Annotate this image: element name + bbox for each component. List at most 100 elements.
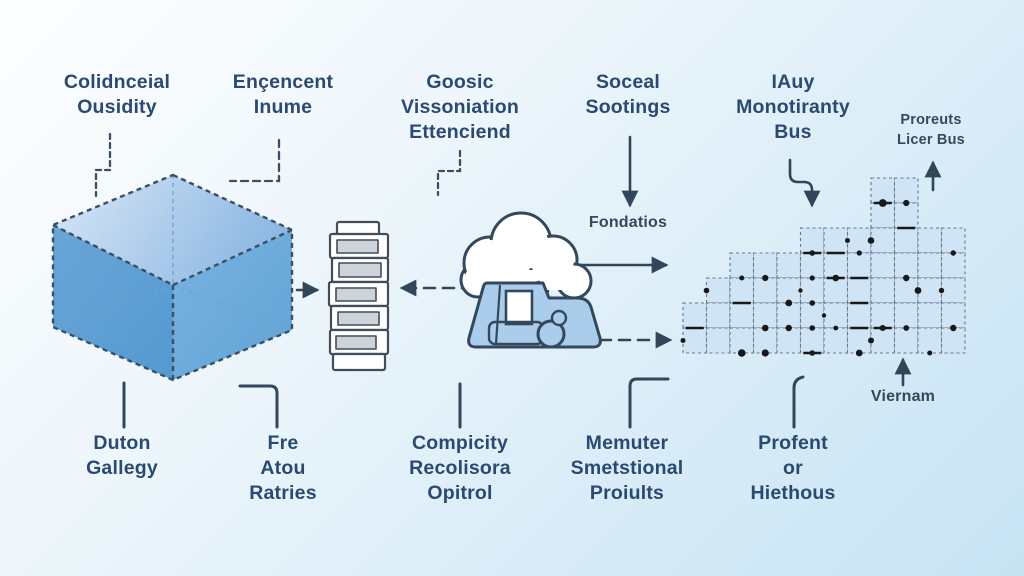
grid-cell bbox=[823, 227, 849, 254]
grid-cell bbox=[729, 302, 755, 329]
grid-dot bbox=[868, 337, 874, 344]
grid-dot bbox=[845, 238, 850, 243]
grid-cell bbox=[870, 252, 896, 279]
grid-cell bbox=[729, 277, 755, 304]
grid-dot bbox=[680, 338, 686, 343]
grid-cell bbox=[940, 227, 966, 254]
grid-cell bbox=[940, 302, 966, 329]
grid-cell bbox=[799, 252, 825, 279]
grid-cell bbox=[752, 277, 778, 304]
dotted-block-grid bbox=[680, 177, 966, 357]
grid-cell bbox=[705, 302, 731, 329]
grid-cell bbox=[846, 302, 872, 329]
grid-dot bbox=[832, 274, 840, 282]
grid-cell bbox=[705, 277, 731, 304]
leader-memuter bbox=[628, 377, 670, 429]
grid-dot bbox=[856, 250, 862, 256]
grid-cell bbox=[917, 277, 943, 304]
grid-dot bbox=[914, 287, 922, 294]
grid-cell bbox=[917, 327, 943, 354]
grid-dot bbox=[809, 350, 816, 356]
grid-dot bbox=[703, 287, 710, 294]
grid-dot bbox=[903, 325, 910, 331]
grid-cell bbox=[940, 252, 966, 279]
grid-dot bbox=[798, 288, 803, 293]
grid-cell bbox=[893, 227, 919, 254]
grid-cell bbox=[893, 177, 919, 204]
grid-cell bbox=[729, 252, 755, 279]
label-fondatios: Fondatios bbox=[588, 214, 668, 231]
grid-dot bbox=[809, 325, 816, 331]
grid-dot bbox=[821, 313, 827, 318]
label-fre-atou-ratries: Fre Atou Ratries bbox=[249, 432, 317, 504]
grid-dot bbox=[761, 349, 769, 357]
grid-dot bbox=[785, 324, 792, 332]
grid-dot bbox=[761, 324, 769, 332]
grid-cell bbox=[776, 252, 802, 279]
leader-profent bbox=[792, 375, 805, 429]
cube-3d-icon bbox=[51, 173, 294, 382]
grid-dot bbox=[809, 275, 815, 281]
grid-cell bbox=[776, 277, 802, 304]
label-duton-gallegy: Duton Gallegy bbox=[86, 432, 158, 479]
grid-cell bbox=[799, 277, 825, 304]
grid-dot bbox=[950, 324, 957, 332]
grid-dot bbox=[950, 250, 956, 256]
label-profent-hiethous: Profent or Hiethous bbox=[750, 432, 836, 504]
grid-cell bbox=[776, 327, 802, 354]
label-memuter-smetstional: Memuter Smetstional Proiults bbox=[570, 432, 684, 504]
grid-cell bbox=[846, 227, 872, 254]
label-colidnceial-ousidity: Colidnceial Ousidity bbox=[63, 71, 171, 118]
grid-dot bbox=[867, 237, 875, 244]
arrow-iauy-bent-down bbox=[788, 158, 821, 208]
grid-cell bbox=[846, 252, 872, 279]
grid-dot bbox=[785, 299, 793, 307]
grid-cell bbox=[917, 227, 943, 254]
grid-dot bbox=[762, 274, 769, 282]
label-viernam: Viernam bbox=[870, 388, 936, 405]
grid-dot bbox=[809, 250, 816, 256]
label-goosic-vissoniation: Goosic Vissoniation Ettenciend bbox=[401, 71, 519, 143]
grid-dot bbox=[938, 287, 945, 294]
grid-cell bbox=[917, 302, 943, 329]
grid-cell bbox=[870, 277, 896, 304]
grid-cell bbox=[752, 327, 778, 354]
grid-cell bbox=[682, 302, 708, 329]
grid-cell bbox=[752, 252, 778, 279]
grid-cell bbox=[893, 277, 919, 304]
grid-cell bbox=[893, 327, 919, 354]
leader-colidnceial bbox=[94, 132, 112, 198]
grid-cell bbox=[893, 202, 919, 229]
server-stack-icon bbox=[327, 220, 390, 372]
grid-cell bbox=[823, 327, 849, 354]
grid-dot bbox=[903, 274, 910, 282]
grid-dot bbox=[903, 199, 910, 207]
label-soceal-sootings: Soceal Sootings bbox=[585, 71, 671, 118]
grid-cell bbox=[940, 327, 966, 354]
leader-enrencent bbox=[228, 138, 281, 183]
label-proreuts-licer-bus: Proreuts Licer Bus bbox=[897, 112, 965, 148]
grid-dot bbox=[809, 300, 816, 306]
grid-dot bbox=[833, 325, 839, 331]
grid-cell bbox=[870, 227, 896, 254]
grid-cell bbox=[893, 302, 919, 329]
grid-cell bbox=[776, 302, 802, 329]
grid-dot bbox=[879, 325, 886, 331]
grid-cell bbox=[917, 252, 943, 279]
grid-cell bbox=[870, 302, 896, 329]
grid-dot bbox=[737, 349, 746, 357]
grid-cell bbox=[705, 327, 731, 354]
grid-cell bbox=[799, 327, 825, 354]
grid-cell bbox=[823, 302, 849, 329]
grid-cell bbox=[823, 277, 849, 304]
grid-cell bbox=[823, 252, 849, 279]
grid-cell bbox=[799, 302, 825, 329]
grid-dot bbox=[855, 349, 863, 357]
leader-goosic bbox=[436, 149, 462, 197]
label-iauy-monotiranty: IAuy Monotiranty Bus bbox=[736, 71, 850, 143]
grid-cell bbox=[893, 252, 919, 279]
grid-dot bbox=[739, 275, 745, 281]
grid-cell bbox=[846, 327, 872, 354]
